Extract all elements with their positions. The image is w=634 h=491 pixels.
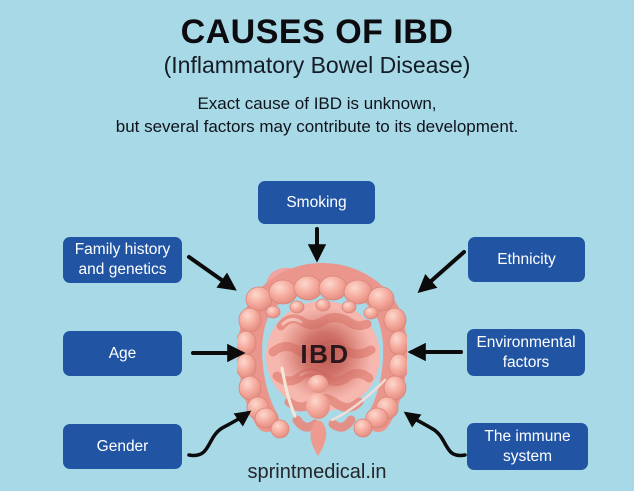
factor-label-ethnicity: Ethnicity [497,250,556,268]
factor-box-family-history: Family history and genetics [63,237,182,283]
factor-box-environmental-factors: Environmental factors [467,329,585,376]
factor-label-smoking: Smoking [286,193,347,211]
factor-label-immune-system: The immune system [484,427,571,465]
page-title: CAUSES OF IBD [180,13,454,51]
factor-box-gender: Gender [63,424,182,469]
ibd-inflammation-glow [278,307,372,401]
mesentery-strips [280,366,387,422]
factor-box-ethnicity: Ethnicity [468,237,585,282]
factor-box-immune-system: The immune system [467,423,588,470]
description-line-2: but several factors may contribute to it… [115,117,519,136]
ibd-center-label: IBD [300,339,349,369]
rectum [306,375,330,456]
factor-label-gender: Gender [96,437,149,455]
page-subtitle: (Inflammatory Bowel Disease) [163,52,471,78]
intestine-illustration: IBD [237,262,407,456]
description: Exact cause of IBD is unknown, but sever… [0,92,634,138]
factor-label-family-history: Family history and genetics [74,241,171,278]
watermark-text: sprintmedical.in [247,461,387,483]
factor-label-environmental-factors: Environmental factors [476,333,576,371]
ethnicity-arrow [417,250,466,294]
factor-label-age: Age [108,344,137,362]
immune-system-arrow [403,411,467,458]
colon-haustra [237,275,407,439]
family-history-arrow [187,255,237,291]
factor-box-age: Age [63,331,182,376]
factor-box-smoking: Smoking [258,181,375,224]
description-line-1: Exact cause of IBD is unknown, [197,94,437,113]
